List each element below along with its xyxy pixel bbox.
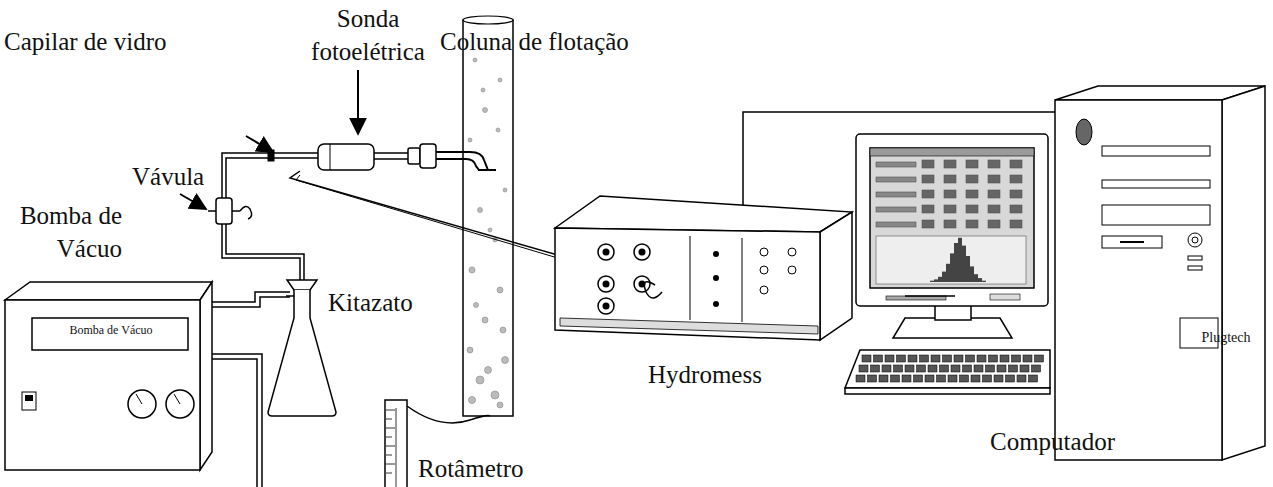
flotation-column (463, 16, 513, 416)
sensor-cable (296, 175, 655, 287)
brand-label: Plugtech (1183, 329, 1269, 347)
leader-arrow (180, 194, 206, 209)
column-label: Coluna de flotação (440, 25, 629, 58)
valve-label: Vávula (132, 160, 204, 193)
sensor-label: Sonda fotoelétrica (298, 2, 438, 68)
monitor (856, 134, 1048, 338)
flask-label: Kitazato (328, 286, 413, 319)
sensor-cable (290, 171, 655, 283)
computer-tower: Plugtech (1055, 85, 1267, 463)
capillary-and-sensor (228, 144, 496, 170)
vacuum-pump: Bomba de Vácuo (5, 280, 215, 475)
rotameter-label: Rotâmetro (418, 452, 524, 485)
device-name: Hydromess (555, 358, 855, 391)
vacuum-tubing (200, 153, 304, 487)
valve-symbol (208, 198, 252, 224)
computer-label: Computador (990, 425, 1115, 458)
pump-label: Bomba de Vácuo (2, 199, 122, 265)
capillary-label: Capilar de vidro (4, 25, 166, 58)
kitazato-flask (268, 280, 336, 416)
leader-arrow (357, 70, 359, 134)
data-cable (743, 112, 1055, 207)
pump-display-text: Bomba de Vácuo (35, 322, 187, 338)
hydromess-unit: Hydromess (555, 195, 855, 395)
keyboard (845, 350, 1050, 394)
